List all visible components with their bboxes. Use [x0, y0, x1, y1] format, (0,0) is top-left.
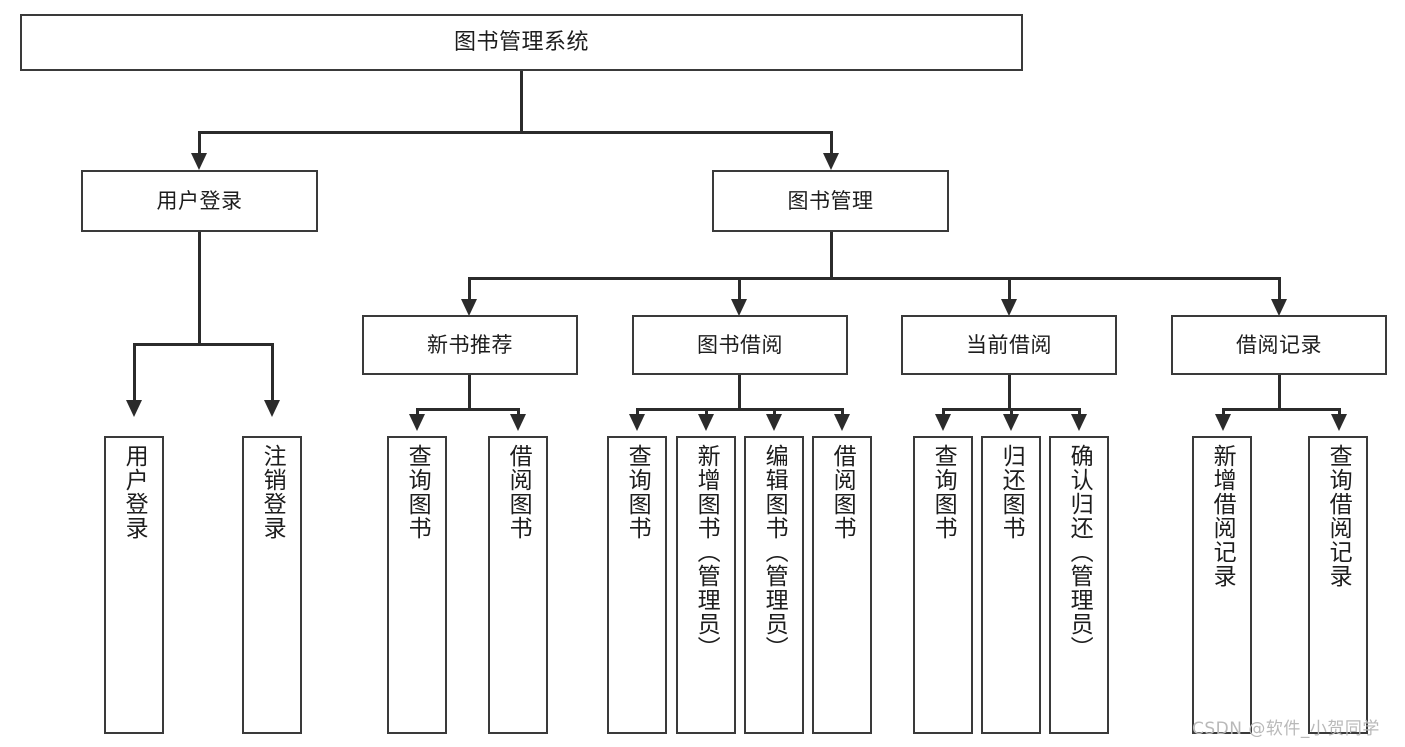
connector-borrow-record-bus — [1222, 408, 1339, 411]
connector-new-book-bus — [416, 408, 519, 411]
connector-borrow-record-to-leaf-2 — [1338, 408, 1341, 418]
connector-current-borrow-to-leaf-1 — [942, 408, 945, 418]
arrowhead-borrow-record-to-leaf-1 — [1215, 414, 1231, 431]
node-label: 归还图书 — [998, 444, 1025, 540]
node-label: 当前借阅 — [966, 332, 1052, 357]
connector-book-manage-to-borrow-record — [1278, 277, 1281, 305]
node-label: 查询借阅记录 — [1325, 444, 1352, 588]
arrowhead-current-borrow-to-leaf-3 — [1071, 414, 1087, 431]
connector-book-borrow-bus — [636, 408, 842, 411]
node-leaf-query-book-current[interactable]: 查询图书 — [913, 436, 973, 734]
connector-root-to-book-manage — [830, 131, 833, 159]
arrowhead-user-login-to-leaf-2 — [264, 400, 280, 417]
node-label: 图书管理系统 — [453, 29, 589, 55]
node-current-borrow[interactable]: 当前借阅 — [901, 315, 1117, 375]
node-label: 借阅图书 — [829, 444, 856, 540]
connector-book-manage-to-book-borrow — [738, 277, 741, 305]
node-label: 新书推荐 — [427, 332, 513, 357]
connector-book-borrow-to-leaf-2 — [705, 408, 708, 418]
connector-user-login-to-leaf-1 — [133, 343, 136, 406]
node-label: 查询图书 — [930, 444, 957, 540]
arrowhead-book-borrow-to-leaf-4 — [834, 414, 850, 431]
arrowhead-book-manage-to-borrow-record — [1271, 299, 1287, 316]
node-label: 注销登录 — [259, 444, 286, 540]
connector-user-login-to-leaf-2 — [271, 343, 274, 406]
connector-current-borrow-stem — [1008, 375, 1011, 409]
connector-new-book-to-leaf-2 — [517, 408, 520, 418]
arrowhead-root-to-user-login — [191, 153, 207, 170]
node-leaf-borrow-book-recommend[interactable]: 借阅图书 — [488, 436, 548, 734]
arrowhead-new-book-to-leaf-1 — [409, 414, 425, 431]
node-label: 图书借阅 — [697, 332, 783, 357]
csdn-watermark: CSDN @软件_小贺同学 — [1192, 719, 1380, 739]
node-label: 确认归还（管理员） — [1066, 444, 1093, 660]
connector-current-borrow-to-leaf-2 — [1010, 408, 1013, 418]
arrowhead-current-borrow-to-leaf-1 — [935, 414, 951, 431]
node-label: 新增借阅记录 — [1209, 444, 1236, 588]
node-leaf-return-book[interactable]: 归还图书 — [981, 436, 1041, 734]
node-leaf-add-book-admin[interactable]: 新增图书（管理员） — [676, 436, 736, 734]
connector-book-manage-stem — [830, 232, 833, 278]
connector-borrow-record-stem — [1278, 375, 1281, 409]
node-book-borrow[interactable]: 图书借阅 — [632, 315, 848, 375]
node-label: 借阅图书 — [505, 444, 532, 540]
arrowhead-user-login-to-leaf-1 — [126, 400, 142, 417]
node-label: 查询图书 — [404, 444, 431, 540]
connector-user-login-stem — [198, 232, 201, 344]
node-leaf-user-login[interactable]: 用户登录 — [104, 436, 164, 734]
node-label: 图书管理 — [787, 188, 874, 213]
connector-book-borrow-stem — [738, 375, 741, 409]
connector-root-stem — [520, 70, 523, 132]
node-leaf-user-logout[interactable]: 注销登录 — [242, 436, 302, 734]
arrowhead-book-borrow-to-leaf-2 — [698, 414, 714, 431]
node-leaf-query-book-recommend[interactable]: 查询图书 — [387, 436, 447, 734]
arrowhead-current-borrow-to-leaf-2 — [1003, 414, 1019, 431]
arrowhead-root-to-book-manage — [823, 153, 839, 170]
connector-book-borrow-to-leaf-3 — [773, 408, 776, 418]
connector-user-login-bus — [133, 343, 271, 346]
node-borrow-record[interactable]: 借阅记录 — [1171, 315, 1387, 375]
node-leaf-borrow-book[interactable]: 借阅图书 — [812, 436, 872, 734]
node-leaf-add-borrow-record[interactable]: 新增借阅记录 — [1192, 436, 1252, 734]
connector-new-book-stem — [468, 375, 471, 409]
node-label: 查询图书 — [624, 444, 651, 540]
connector-book-manage-bus — [468, 277, 1280, 280]
connector-current-borrow-to-leaf-3 — [1078, 408, 1081, 418]
connector-book-manage-to-current-borrow — [1008, 277, 1011, 305]
node-label: 借阅记录 — [1236, 332, 1322, 357]
connector-book-borrow-to-leaf-1 — [636, 408, 639, 418]
node-leaf-query-borrow-record[interactable]: 查询借阅记录 — [1308, 436, 1368, 734]
arrowhead-book-manage-to-current-borrow — [1001, 299, 1017, 316]
node-label: 编辑图书（管理员） — [761, 444, 788, 660]
arrowhead-new-book-to-leaf-2 — [510, 414, 526, 431]
connector-book-borrow-to-leaf-4 — [841, 408, 844, 418]
connector-book-manage-to-new-book — [468, 277, 471, 305]
connector-new-book-to-leaf-1 — [416, 408, 419, 418]
node-book-management[interactable]: 图书管理 — [712, 170, 949, 232]
arrowhead-book-manage-to-new-book — [461, 299, 477, 316]
arrowhead-book-borrow-to-leaf-3 — [766, 414, 782, 431]
arrowhead-book-borrow-to-leaf-1 — [629, 414, 645, 431]
arrowhead-book-manage-to-book-borrow — [731, 299, 747, 316]
node-label: 新增图书（管理员） — [693, 444, 720, 660]
connector-borrow-record-to-leaf-1 — [1222, 408, 1225, 418]
node-user-login[interactable]: 用户登录 — [81, 170, 318, 232]
node-root-book-management-system[interactable]: 图书管理系统 — [20, 14, 1023, 71]
node-label: 用户登录 — [121, 444, 148, 540]
node-label: 用户登录 — [156, 188, 243, 213]
node-leaf-query-book-borrow[interactable]: 查询图书 — [607, 436, 667, 734]
node-new-book-recommend[interactable]: 新书推荐 — [362, 315, 578, 375]
node-leaf-confirm-return-admin[interactable]: 确认归还（管理员） — [1049, 436, 1109, 734]
arrowhead-borrow-record-to-leaf-2 — [1331, 414, 1347, 431]
connector-root-bus — [198, 131, 832, 134]
connector-root-to-user-login — [198, 131, 201, 159]
node-leaf-edit-book-admin[interactable]: 编辑图书（管理员） — [744, 436, 804, 734]
